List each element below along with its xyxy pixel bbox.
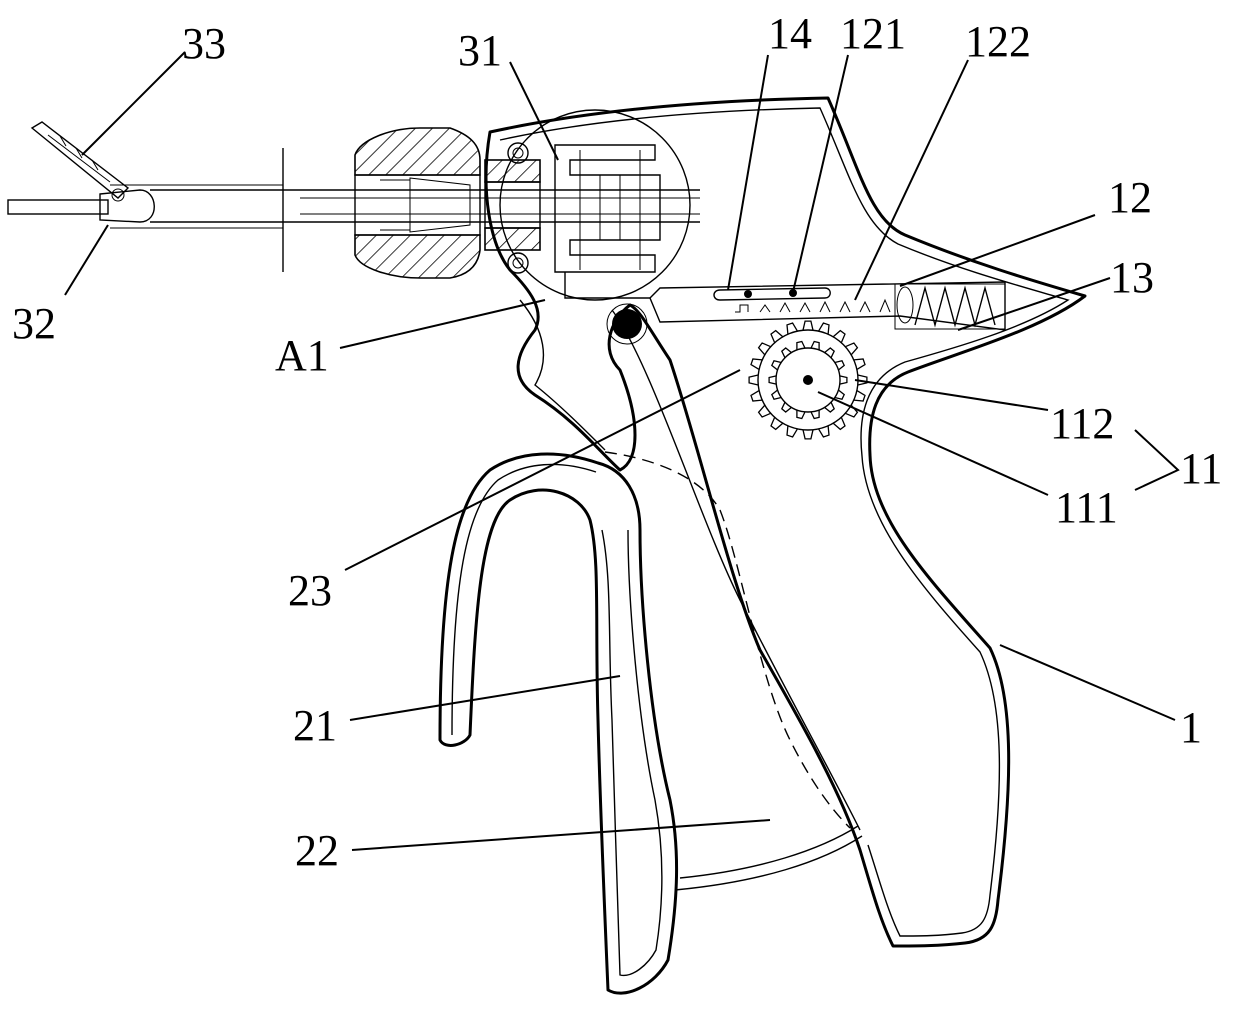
leader-32 (65, 225, 108, 295)
nut-top (485, 160, 540, 182)
housing-neck-line (520, 300, 605, 450)
leader-1 (1000, 645, 1175, 720)
leader-12 (900, 215, 1095, 286)
nut-body (485, 182, 540, 228)
hex-nut (485, 160, 540, 250)
label-21: 21 (293, 701, 337, 750)
trigger-lever-edge (612, 310, 860, 830)
collar-lower-hatch (355, 235, 480, 278)
label-14: 14 (768, 9, 812, 58)
screw-lower (508, 253, 528, 273)
block-31 (555, 145, 660, 272)
handle-outer (440, 454, 677, 993)
leader-14 (728, 55, 768, 290)
lever-dashed-outline-23 (605, 452, 850, 828)
housing-lower-frame (675, 826, 862, 890)
leader-121 (793, 55, 848, 292)
gear-assembly (749, 321, 867, 439)
bracket-11 (1135, 430, 1178, 490)
jaw-rod (8, 200, 108, 214)
label-121: 121 (840, 9, 906, 58)
label-13: 13 (1110, 253, 1154, 302)
housing-outer-outline (486, 98, 1085, 946)
label-112: 112 (1050, 399, 1114, 448)
leader-111 (818, 392, 1048, 495)
front-collar (355, 128, 480, 278)
jaw-upper-detail (48, 135, 110, 182)
label-23: 23 (288, 566, 332, 615)
label-1: 1 (1180, 703, 1202, 752)
leader-21 (350, 676, 620, 720)
collar-taper (380, 178, 470, 232)
rack-assembly (650, 282, 1005, 330)
slot-pin-1 (744, 290, 752, 298)
collar-upper-hatch (355, 128, 480, 175)
housing-inner-outline (500, 108, 1068, 936)
handle-inner (452, 464, 662, 975)
labels: 33 31 14 121 122 12 13 32 A1 112 11 111 … (12, 9, 1222, 875)
rack-teeth-122 (735, 300, 890, 312)
spring-end-cap (897, 287, 913, 323)
label-31: 31 (458, 26, 502, 75)
gear-axle (803, 375, 813, 385)
distal-jaws (8, 122, 154, 222)
leader-A1 (340, 300, 545, 348)
block-inner-lines (580, 150, 640, 270)
label-11: 11 (1180, 444, 1222, 493)
leader-112 (855, 380, 1048, 410)
housing (486, 98, 1085, 946)
leader-22 (352, 820, 770, 850)
rack-slot-14 (714, 288, 830, 300)
front-handle (440, 454, 677, 993)
label-12: 12 (1108, 173, 1152, 222)
slide-rod-frame (565, 272, 650, 298)
leader-lines (65, 52, 1178, 850)
label-111: 111 (1055, 483, 1118, 532)
leader-31 (510, 62, 558, 160)
label-A1: A1 (275, 331, 329, 380)
label-22: 22 (295, 826, 339, 875)
jaw-upper-33 (32, 122, 128, 198)
leader-33 (82, 52, 185, 155)
label-33: 33 (182, 19, 226, 68)
nut-bottom (485, 228, 540, 250)
label-122: 122 (965, 17, 1031, 66)
label-32: 32 (12, 299, 56, 348)
